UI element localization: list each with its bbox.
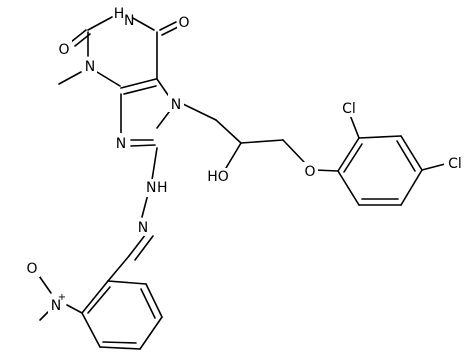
bond-np2	[145, 283, 163, 318]
bond-n3-c4	[96, 71, 121, 87]
bond-np1	[107, 280, 147, 285]
bond-c4-c5-double	[123, 85, 157, 95]
bond-ch2-oether	[282, 139, 305, 163]
atom-h-imide: H	[114, 6, 125, 22]
bond-c2-n1	[87, 16, 113, 31]
atom-cl-right: Cl	[448, 156, 462, 172]
atom-n-hydrazine: N	[138, 220, 148, 236]
bond-c5-n7	[156, 78, 169, 96]
bond-c4-c5	[120, 78, 157, 89]
bond-np5	[81, 312, 101, 348]
bond-ch2-choh	[215, 119, 242, 144]
bond-n1-c6	[130, 16, 155, 31]
bond-ar-cl-right	[421, 163, 446, 171]
bond-np-n	[66, 304, 83, 314]
bond-n-ch-double	[134, 235, 154, 261]
atom-h-hydrazine: H	[157, 180, 168, 196]
atom-n-nitro: N	[51, 298, 61, 314]
bond-np3	[139, 316, 163, 350]
bond-ar1	[337, 137, 360, 172]
bond-ar1-double	[343, 143, 363, 173]
bond-np4	[99, 346, 141, 350]
atom-n-nitro-charge: +	[58, 292, 66, 303]
atom-cl-top: Cl	[342, 101, 356, 117]
bond-oether-c1	[314, 169, 339, 172]
bond-np4-double	[102, 341, 137, 344]
bond-n9-c8-double	[130, 144, 156, 147]
bond-np6	[81, 280, 109, 314]
bond-choh-ch2	[240, 139, 284, 144]
bond-ar3	[400, 135, 423, 171]
atom-n-ring-top: N	[171, 97, 181, 113]
atom-o-top: O	[178, 15, 189, 31]
bond-choh-oh	[225, 142, 242, 169]
bond-c2-o	[70, 29, 87, 43]
bonds	[36, 16, 446, 350]
atom-o-nitro: O	[26, 261, 37, 277]
atom-n-methyl: N	[85, 59, 95, 75]
bond-n7-ch2	[182, 103, 217, 121]
atom-n-ring-bottom: N	[116, 136, 126, 152]
bond-c6-o	[159, 21, 177, 31]
bond-np6-double	[87, 286, 111, 314]
bond-ar3-double	[396, 140, 416, 172]
bond-nh-n	[141, 193, 149, 218]
bond-ar4	[400, 169, 423, 206]
atom-n-hydrazine-nh: N	[146, 180, 156, 196]
bond-ch-ar	[107, 255, 130, 282]
bond-c6-o-double	[161, 26, 179, 36]
atom-o-ether: O	[304, 164, 315, 180]
bond-c8-nh	[151, 147, 158, 181]
atom-n-imide: N	[124, 13, 134, 29]
atom-hydroxyl: HO	[207, 169, 229, 185]
bond-ar-cl-top	[349, 114, 360, 139]
bond-ar6	[337, 170, 360, 206]
bond-ar2	[358, 135, 402, 139]
bond-np2-double	[140, 288, 156, 319]
atom-o-left: O	[58, 42, 69, 58]
bond-n3-methyl	[58, 71, 82, 85]
atom-labels: O H N O N N N N H N HO O Cl Cl O N +	[24, 6, 466, 314]
bond-n-o-lower	[39, 311, 49, 321]
